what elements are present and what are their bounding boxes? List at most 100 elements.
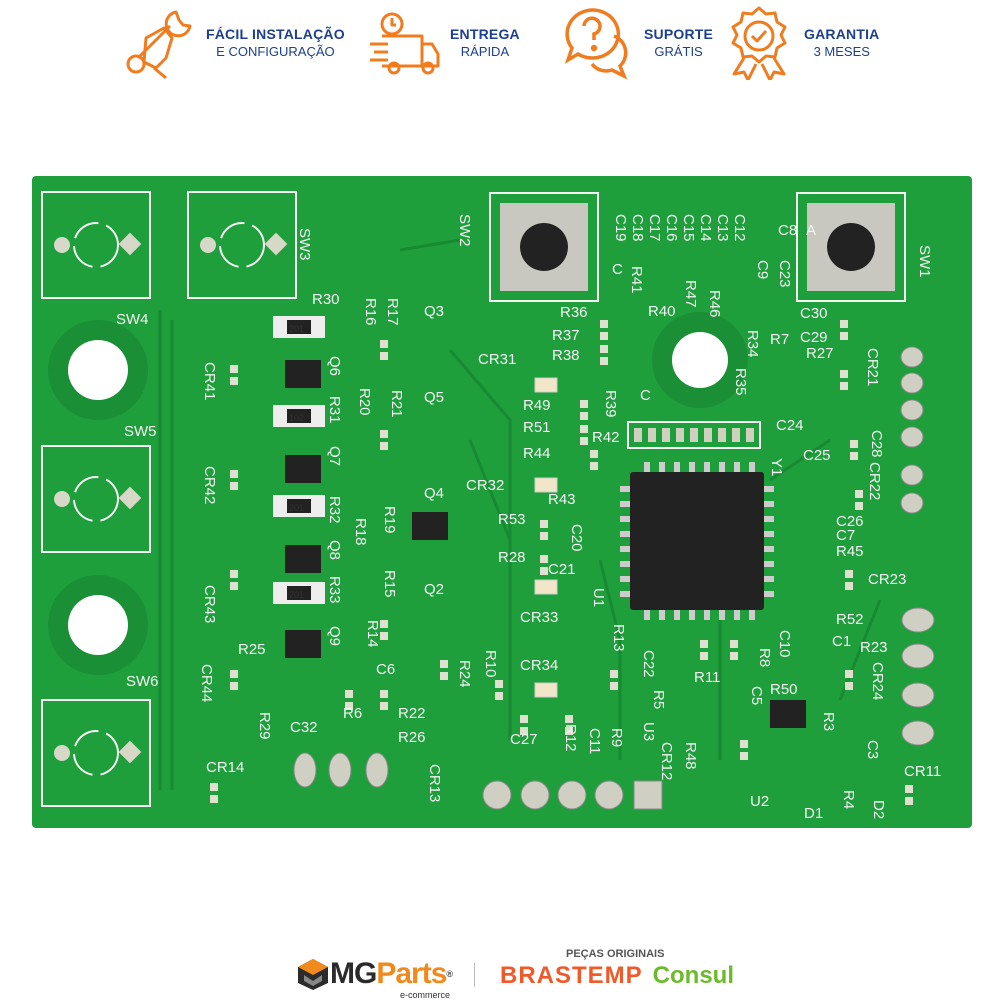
silkscreen-label: Q8 bbox=[326, 540, 343, 560]
silkscreen-label: 201 bbox=[289, 324, 304, 334]
connector-pin bbox=[900, 426, 924, 448]
silkscreen-label: R8 bbox=[756, 648, 773, 667]
mgparts-box-icon bbox=[298, 959, 328, 990]
silkscreen-label: R20 bbox=[356, 388, 373, 416]
smd-pad bbox=[600, 345, 608, 353]
smd-pad bbox=[840, 332, 848, 340]
smd-pad bbox=[210, 795, 218, 803]
switch-outline bbox=[41, 191, 151, 299]
silkscreen-label: R35 bbox=[732, 368, 749, 396]
silkscreen-label: R6 bbox=[343, 705, 362, 722]
silkscreen-label: R53 bbox=[498, 511, 526, 528]
tact-switch-button bbox=[827, 223, 875, 271]
chip-pin bbox=[659, 462, 665, 472]
silkscreen-label: U2 bbox=[750, 793, 769, 810]
smd-pad bbox=[495, 692, 503, 700]
tact-switch-outline bbox=[796, 192, 906, 302]
silkscreen-label: SW3 bbox=[296, 228, 313, 261]
smd-pad bbox=[840, 382, 848, 390]
connector-pin bbox=[557, 780, 587, 810]
silkscreen-label: C22 bbox=[640, 650, 657, 678]
smd-pad bbox=[230, 582, 238, 590]
registered-mark: ® bbox=[446, 969, 453, 979]
silkscreen-label: R40 bbox=[648, 303, 676, 320]
header-pad bbox=[746, 428, 754, 442]
smd-pad bbox=[610, 670, 618, 678]
feature-title: FÁCIL INSTALAÇÃO bbox=[206, 26, 345, 42]
silkscreen-label: D2 bbox=[870, 800, 887, 819]
divider bbox=[474, 963, 475, 987]
silkscreen-label: R50 bbox=[770, 681, 798, 698]
silkscreen-label: CR24 bbox=[869, 662, 886, 700]
connector-pin bbox=[594, 780, 624, 810]
silkscreen-label: C6 bbox=[376, 661, 395, 678]
resistor-marking bbox=[287, 409, 311, 423]
chip-pin bbox=[620, 486, 630, 492]
chip-pin bbox=[764, 531, 774, 537]
silkscreen-label: R14 bbox=[364, 620, 381, 648]
silkscreen-label: R12 bbox=[562, 724, 579, 752]
silkscreen-label: Q5 bbox=[424, 389, 444, 406]
smd-pad bbox=[230, 377, 238, 385]
smd-pad bbox=[850, 440, 858, 448]
smd-pad bbox=[600, 320, 608, 328]
silkscreen-label: R47 bbox=[682, 280, 699, 308]
silkscreen-label: Q3 bbox=[424, 303, 444, 320]
silkscreen-label: R49 bbox=[523, 397, 551, 414]
silkscreen-label: R42 bbox=[592, 429, 620, 446]
led bbox=[534, 682, 558, 698]
warranty-badge-icon bbox=[731, 6, 787, 80]
silkscreen-label: R5 bbox=[650, 690, 667, 709]
smd-pad bbox=[905, 785, 913, 793]
brand-brastemp: BRASTEMP bbox=[500, 962, 643, 989]
chip-pin bbox=[689, 610, 695, 620]
header-pad bbox=[648, 428, 656, 442]
chip-pin bbox=[659, 610, 665, 620]
mgparts-logo: MGParts® e-commerce bbox=[296, 957, 453, 1000]
silkscreen-label: R9 bbox=[608, 728, 625, 747]
smd-pad bbox=[700, 640, 708, 648]
resistor-marking bbox=[287, 586, 311, 600]
header-pad bbox=[662, 428, 670, 442]
chip-pin bbox=[749, 462, 755, 472]
silkscreen-label: C9 bbox=[754, 260, 771, 279]
chip-pin bbox=[689, 462, 695, 472]
silkscreen-label: R43 bbox=[548, 491, 576, 508]
connector-pin bbox=[328, 752, 352, 788]
connector-pin bbox=[900, 464, 924, 486]
silkscreen-label: R51 bbox=[523, 419, 551, 436]
chip-pin bbox=[620, 591, 630, 597]
silkscreen-label: SW6 bbox=[126, 673, 159, 690]
silkscreen-label: R32 bbox=[326, 496, 343, 524]
feature-subtitle: E CONFIGURAÇÃO bbox=[216, 44, 335, 59]
smd-pad bbox=[380, 620, 388, 628]
silkscreen-label: CR34 bbox=[520, 657, 558, 674]
silkscreen-label: CR22 bbox=[866, 462, 883, 500]
smd-pad bbox=[540, 567, 548, 575]
silkscreen-label: Y1 bbox=[768, 458, 785, 476]
silkscreen-label: R26 bbox=[398, 729, 426, 746]
silkscreen-label: C bbox=[640, 387, 651, 404]
smd-pad bbox=[740, 740, 748, 748]
smd-pad bbox=[380, 702, 388, 710]
chip-pin bbox=[764, 516, 774, 522]
chip-pin bbox=[764, 576, 774, 582]
silkscreen-label: C20 bbox=[568, 524, 585, 552]
header-pad bbox=[732, 428, 740, 442]
silkscreen-label: R34 bbox=[744, 330, 761, 358]
tact-switch-button bbox=[520, 223, 568, 271]
header-outline bbox=[627, 421, 761, 449]
silkscreen-label: C1 bbox=[832, 633, 851, 650]
switch-outline bbox=[41, 445, 151, 553]
smd-pad bbox=[730, 640, 738, 648]
silkscreen-label: R7 bbox=[770, 331, 789, 348]
header-pad bbox=[704, 428, 712, 442]
silkscreen-label: CR44 bbox=[198, 664, 215, 702]
mounting-hole bbox=[68, 595, 128, 655]
smd-pad bbox=[610, 682, 618, 690]
footer-brands: MGParts® e-commerce PEÇAS ORIGINAIS BRAS… bbox=[0, 945, 1000, 1000]
silkscreen-label: A bbox=[806, 222, 816, 239]
silkscreen-label: C13 bbox=[714, 214, 731, 242]
chip-pin bbox=[620, 501, 630, 507]
